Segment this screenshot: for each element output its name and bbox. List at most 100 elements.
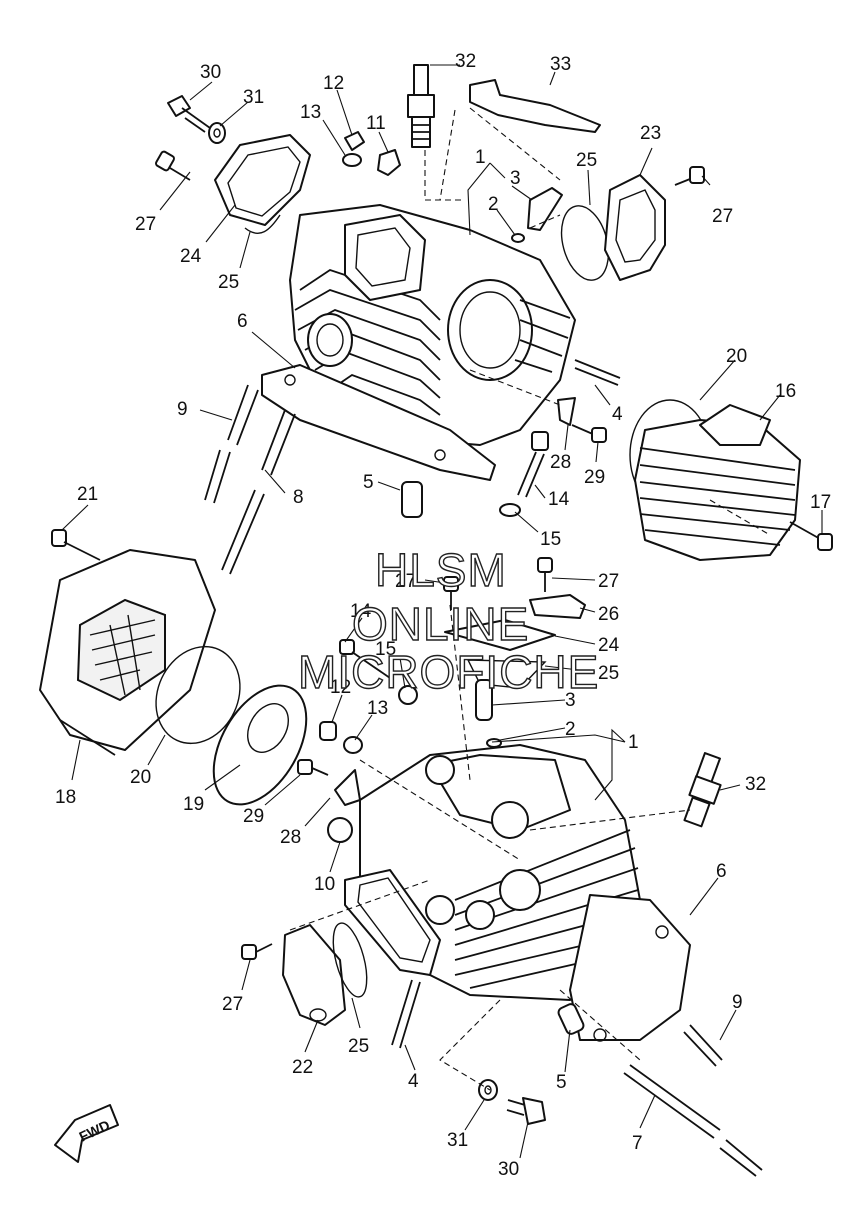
o-ring-25-bottom (332, 922, 368, 998)
dowel-5-bottom (557, 1003, 585, 1035)
nut-12-mid (319, 721, 337, 741)
callout-15-top: 15 (540, 529, 561, 550)
callout-32-bottom: 32 (745, 774, 766, 795)
rear-cylinder-head (261, 204, 576, 481)
callout-3-mid: 3 (565, 690, 576, 711)
bolt-14-mid (339, 639, 391, 679)
bracket-33 (469, 79, 601, 133)
callout-23: 23 (640, 123, 661, 144)
callout-4-bottom: 4 (408, 1071, 419, 1092)
washer-15-mid (398, 685, 418, 705)
nut-11-top (377, 149, 401, 176)
screw-27-mid-right (537, 557, 553, 592)
callout-12-mid: 12 (330, 677, 351, 698)
leader-lines (61, 64, 823, 1159)
forward-arrow: FWD (54, 1104, 119, 1163)
callout-4-top: 4 (612, 404, 623, 425)
callout-14-top: 14 (548, 489, 570, 510)
callout-29-top: 29 (584, 467, 605, 488)
bolt-29-mid (297, 759, 329, 776)
callout-13-top: 13 (300, 102, 321, 123)
nut-12-top (344, 131, 365, 151)
watermark-line-1: HLSM (375, 544, 507, 596)
callout-18: 18 (55, 787, 76, 808)
callout-29-mid: 29 (243, 806, 264, 827)
bracket-26 (529, 594, 586, 619)
head-cover-rear (214, 134, 311, 234)
callout-5-bottom: 5 (556, 1072, 567, 1093)
callout-20-mid: 20 (130, 767, 151, 788)
callout-3-top: 3 (510, 168, 521, 189)
pipe-3-mid (475, 679, 493, 721)
callout-20-top: 20 (726, 346, 747, 367)
callout-14-mid: 14 (350, 601, 372, 622)
callout-21: 21 (77, 484, 98, 505)
bolt-30-bottom (506, 1097, 546, 1125)
callout-32-top: 32 (455, 51, 476, 72)
washer-13-top (342, 153, 362, 167)
callout-25-top-right: 25 (576, 150, 597, 171)
spark-plug-bottom (683, 752, 722, 828)
stud-7-bottom (623, 1064, 763, 1177)
callout-27-mid-left: 27 (395, 571, 416, 592)
pipe-3-top (511, 187, 563, 243)
callout-16: 16 (775, 381, 796, 402)
callout-2-top: 2 (488, 194, 499, 215)
washer-31-bottom (478, 1079, 498, 1101)
cover-24-mid (444, 619, 556, 651)
callout-19: 19 (183, 794, 204, 815)
bolt-14-top (517, 431, 549, 498)
o-ring-20-mid (155, 645, 241, 745)
callout-labels: 30 31 12 13 11 32 33 1 3 2 25 23 27 27 2… (55, 51, 831, 1180)
callout-26: 26 (598, 604, 619, 625)
callout-33: 33 (550, 54, 571, 75)
stud-4-top (574, 359, 621, 386)
callout-10: 10 (314, 874, 335, 895)
callout-28-mid: 28 (280, 827, 301, 848)
bolt-29-top (571, 424, 607, 443)
callout-8-top: 8 (293, 487, 304, 508)
nut-10 (327, 817, 353, 843)
callout-6-bottom: 6 (716, 861, 727, 882)
callout-27-mid-right: 27 (598, 571, 619, 592)
watermark-line-3: MICROFICHE (298, 646, 599, 698)
callout-11-top: 11 (366, 113, 386, 134)
washer-13-mid (343, 736, 363, 754)
callout-25-mid: 25 (598, 663, 619, 684)
callout-9-top: 9 (177, 399, 188, 420)
callout-31-bottom: 31 (447, 1130, 468, 1151)
screw-27-mid-left (443, 576, 459, 610)
callout-28-top: 28 (550, 452, 571, 473)
callout-24-mid: 24 (598, 635, 620, 656)
callout-13-mid: 13 (367, 698, 388, 719)
gasket-25-mid (466, 659, 547, 689)
callout-1-top: 1 (475, 147, 486, 168)
head-cover-22 (282, 924, 346, 1026)
clip-28-mid (334, 769, 361, 806)
screw-27-bottom (241, 943, 273, 960)
callout-9-bottom: 9 (732, 992, 743, 1013)
dowel-5-top (401, 481, 423, 518)
spark-plug-top (407, 64, 435, 148)
callout-2-mid: 2 (565, 719, 576, 740)
screw-21 (51, 529, 101, 561)
washer-15-top (499, 503, 521, 517)
callout-12-top: 12 (323, 73, 344, 94)
cover-23 (604, 174, 666, 281)
callout-22: 22 (292, 1057, 313, 1078)
callout-30-top: 30 (200, 62, 221, 83)
watermark: HLSM ONLINE MICROFICHE (297, 543, 599, 698)
stud-4-bottom (391, 979, 421, 1049)
callout-30-bottom: 30 (498, 1159, 519, 1180)
clip-28-top (557, 397, 576, 426)
side-cover-18 (39, 549, 216, 756)
callout-25-bottom: 25 (348, 1036, 369, 1057)
callout-6-top: 6 (237, 311, 248, 332)
stud-9-bottom (683, 1024, 723, 1067)
callout-27-top-left: 27 (135, 214, 156, 235)
callout-27-bottom: 27 (222, 994, 243, 1015)
callout-17: 17 (810, 492, 831, 513)
watermark-line-2: ONLINE (352, 598, 529, 650)
callout-24-top: 24 (180, 246, 202, 267)
plate-19 (212, 684, 308, 806)
